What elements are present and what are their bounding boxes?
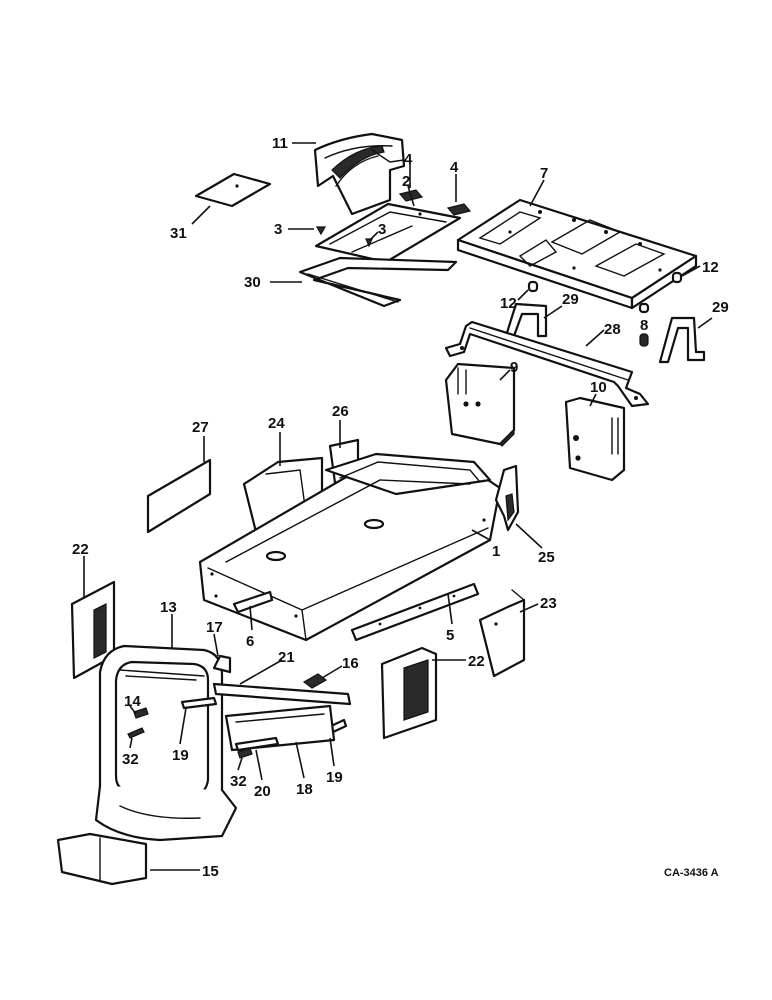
callout-28: 28 bbox=[604, 321, 621, 338]
part-1-hood-body bbox=[198, 452, 502, 642]
callout-19-left: 19 bbox=[172, 747, 189, 764]
callout-30: 30 bbox=[244, 274, 261, 291]
part-25-corner-piece bbox=[494, 464, 520, 532]
callout-22-left: 22 bbox=[72, 541, 89, 558]
part-16-bracket bbox=[302, 673, 328, 689]
part-27-decal bbox=[146, 458, 212, 534]
callout-4-right: 4 bbox=[450, 159, 459, 176]
part-4-tab-right bbox=[446, 203, 472, 216]
callout-15: 15 bbox=[202, 863, 219, 880]
callout-19-right: 19 bbox=[326, 769, 343, 786]
callout-4-left: 4 bbox=[404, 151, 413, 168]
callout-6: 6 bbox=[246, 633, 254, 650]
callout-labels: 11 4 4 2 7 31 3 3 30 12 12 29 29 8 28 9 … bbox=[72, 135, 729, 880]
callout-29-right: 29 bbox=[712, 299, 729, 316]
part-2-panel bbox=[314, 202, 462, 264]
callout-24: 24 bbox=[268, 415, 285, 432]
drawing-code: CA-3436 A bbox=[664, 867, 719, 879]
part-10-side-panel bbox=[564, 396, 626, 482]
part-21-rail bbox=[212, 682, 352, 706]
part-9-side-panel bbox=[444, 362, 516, 447]
callout-9: 9 bbox=[510, 359, 518, 376]
callout-26: 26 bbox=[332, 403, 349, 420]
callout-20: 20 bbox=[254, 783, 271, 800]
part-32-clip-left bbox=[127, 727, 145, 739]
part-14-clip bbox=[133, 707, 149, 719]
callout-22-right: 22 bbox=[468, 653, 485, 670]
part-7-floor-plate bbox=[456, 198, 698, 310]
part-12-bushing-left bbox=[527, 280, 539, 293]
part-3-screw-left bbox=[315, 226, 327, 236]
part-17-bracket bbox=[212, 654, 232, 674]
callout-10: 10 bbox=[590, 379, 607, 396]
callout-7: 7 bbox=[540, 165, 548, 182]
callout-1: 1 bbox=[492, 543, 500, 560]
part-23-side-piece bbox=[478, 589, 526, 678]
part-3-screw-right bbox=[365, 238, 373, 248]
part-12-bushing-right bbox=[671, 271, 683, 284]
leader-lines bbox=[83, 142, 713, 871]
callout-18: 18 bbox=[296, 781, 313, 798]
part-20-strip bbox=[234, 736, 280, 752]
callout-16: 16 bbox=[342, 655, 359, 672]
part-28-cross-bracket bbox=[444, 320, 650, 408]
callout-12-left: 12 bbox=[500, 295, 517, 312]
part-22-screen-right bbox=[380, 646, 438, 740]
callout-3-left: 3 bbox=[274, 221, 282, 238]
callout-29-left: 29 bbox=[562, 291, 579, 308]
part-30-seal bbox=[298, 256, 458, 308]
part-6-strip bbox=[232, 590, 274, 614]
callout-32-left: 32 bbox=[122, 751, 139, 768]
part-13-grille-frame bbox=[94, 644, 238, 842]
callout-25: 25 bbox=[538, 549, 555, 566]
part-11-fender bbox=[313, 132, 406, 216]
callout-17: 17 bbox=[206, 619, 223, 636]
part-29-bracket-left bbox=[504, 302, 548, 338]
part-29-bracket-right bbox=[658, 316, 706, 364]
part-22-screen-left bbox=[70, 580, 116, 680]
callout-12-right: 12 bbox=[702, 259, 719, 276]
callout-3-right: 3 bbox=[378, 221, 386, 238]
callout-5: 5 bbox=[446, 627, 454, 644]
part-8-nut bbox=[638, 302, 650, 347]
part-5-strip bbox=[350, 582, 480, 642]
callout-32-right: 32 bbox=[230, 773, 247, 790]
callout-14: 14 bbox=[124, 693, 141, 710]
callout-31: 31 bbox=[170, 225, 187, 242]
callout-21: 21 bbox=[278, 649, 295, 666]
callout-27: 27 bbox=[192, 419, 209, 436]
part-15-bumper-plate bbox=[56, 832, 148, 886]
part-18-grille-plate bbox=[224, 704, 336, 752]
callout-8: 8 bbox=[640, 317, 648, 334]
callout-2: 2 bbox=[402, 173, 410, 190]
callout-23: 23 bbox=[540, 595, 557, 612]
part-19-strip-left bbox=[180, 696, 218, 710]
callout-11: 11 bbox=[272, 135, 288, 152]
callout-13: 13 bbox=[160, 599, 177, 616]
part-31-plate bbox=[194, 172, 272, 208]
